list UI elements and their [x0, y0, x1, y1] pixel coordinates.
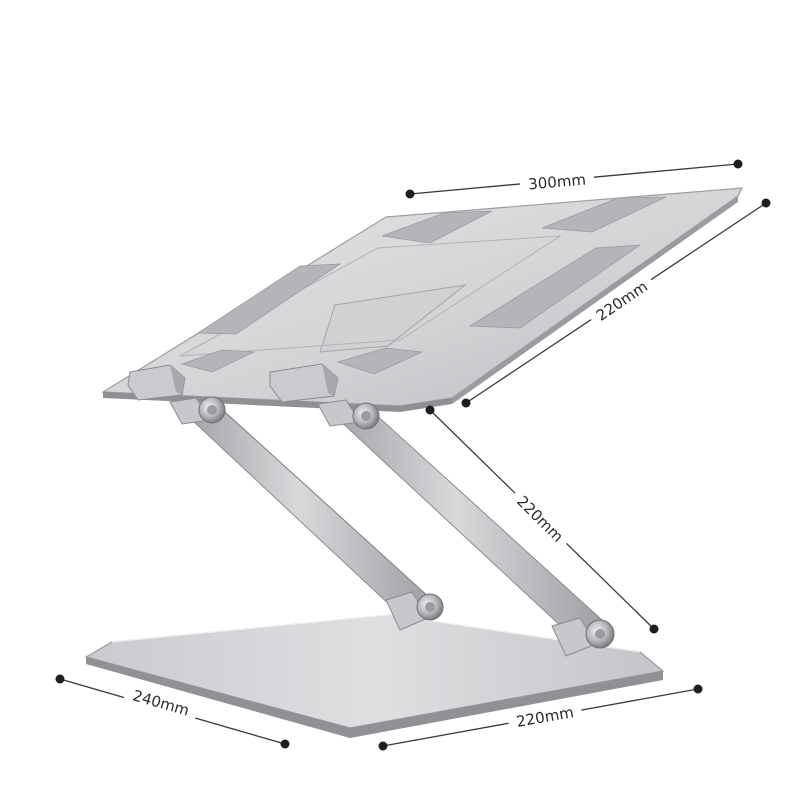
left-front-stopper — [127, 364, 186, 401]
center-cutout — [319, 284, 467, 353]
right-lower-hinge — [551, 617, 615, 657]
pad-mid-left — [196, 263, 342, 335]
right-upper-hinge — [317, 399, 380, 430]
pad-front-right — [336, 347, 424, 375]
base-plate — [84, 614, 665, 738]
dimension-base-right: 220mm — [378, 684, 703, 751]
dimension-label-base-left: 240mm — [131, 686, 192, 719]
pad-top-right — [541, 196, 667, 233]
dimension-label-arm-length: 220mm — [513, 492, 567, 546]
left-arm — [191, 401, 438, 623]
left-lower-hinge — [385, 591, 444, 631]
right-arm — [336, 401, 611, 643]
left-upper-hinge — [169, 396, 226, 425]
dimension-label-top-width: 300mm — [527, 171, 586, 194]
dimension-top-width: 300mm — [405, 159, 743, 199]
pad-front-left — [180, 349, 256, 373]
right-front-stopper — [269, 363, 339, 403]
pad-top-left — [381, 210, 493, 244]
top-plate — [101, 187, 744, 412]
pad-mid-right — [468, 244, 642, 329]
